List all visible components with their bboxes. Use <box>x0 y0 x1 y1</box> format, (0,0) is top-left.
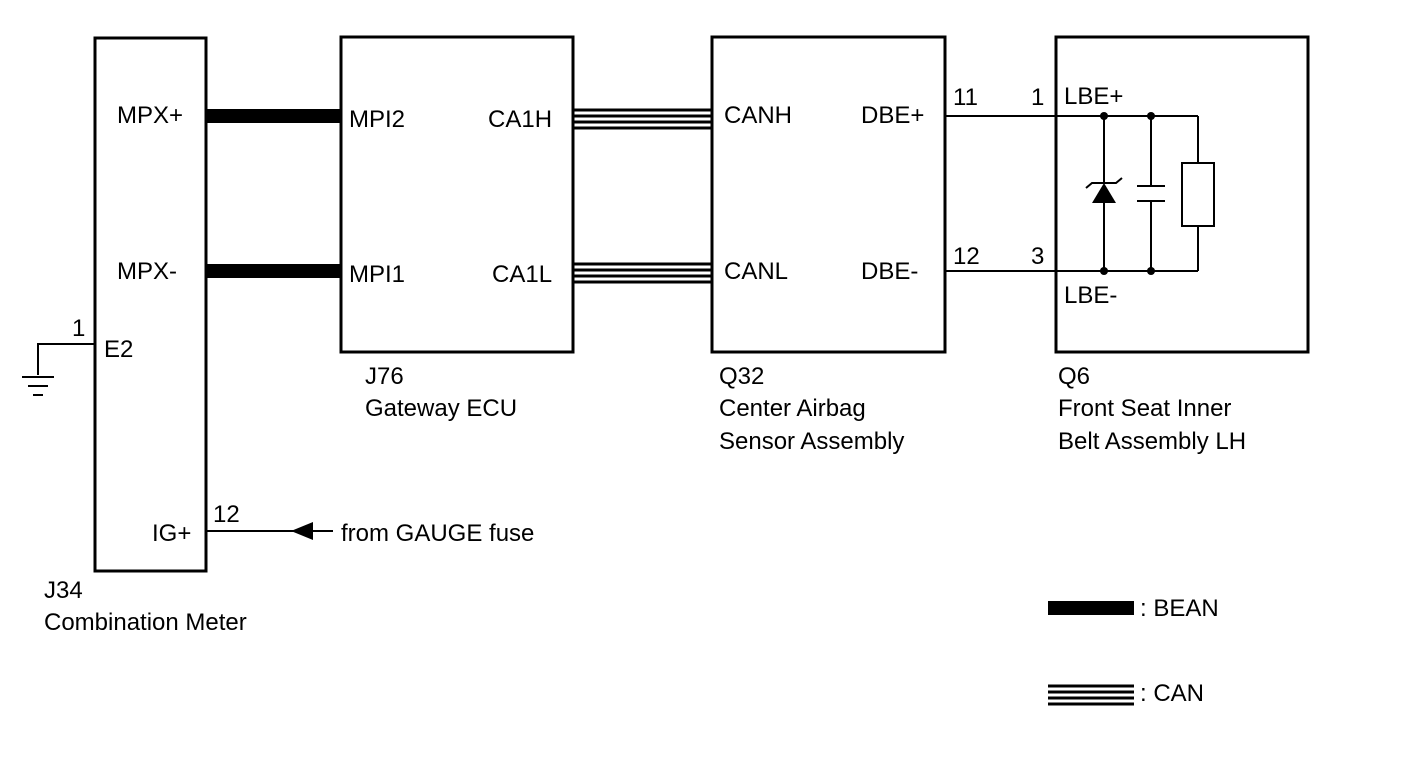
belt-code: Q6 <box>1058 363 1090 390</box>
pin-label-canl: CANL <box>724 258 788 285</box>
pin-label-e2: E2 <box>104 336 133 363</box>
pin-label-dbe-plus: DBE+ <box>861 102 924 129</box>
pin-number-ig-plus: 12 <box>213 501 240 528</box>
ground-icon <box>22 376 54 396</box>
supply-label: from GAUGE fuse <box>341 520 534 547</box>
zener-diode-symbol <box>1092 183 1116 203</box>
ground-wire <box>37 343 95 375</box>
pin-label-ca1h: CA1H <box>488 106 552 133</box>
seat-belt-assembly-box <box>1054 35 1310 354</box>
meter-name: Combination Meter <box>44 609 247 636</box>
pin-number-lbe-minus: 3 <box>1031 243 1044 270</box>
pin-label-lbe-plus: LBE+ <box>1064 83 1123 110</box>
belt-name-line2: Belt Assembly LH <box>1058 428 1246 455</box>
can-line-low <box>573 262 712 284</box>
pin-number-dbe-plus: 11 <box>953 84 978 111</box>
pin-label-lbe-minus: LBE- <box>1064 282 1117 309</box>
pin-number-e2: 1 <box>72 315 85 342</box>
belt-internal-circuit <box>1056 112 1215 275</box>
airbag-name-line1: Center Airbag <box>719 395 866 422</box>
pin-label-mpi2: MPI2 <box>349 106 405 133</box>
airbag-name-line2: Sensor Assembly <box>719 428 904 455</box>
arrow-left-icon <box>291 522 313 540</box>
belt-name-line1: Front Seat Inner <box>1058 395 1231 422</box>
can-line-high <box>573 108 712 130</box>
pin-label-ca1l: CA1L <box>492 261 552 288</box>
pin-number-lbe-plus: 1 <box>1031 84 1044 111</box>
airbag-sensor-box <box>710 35 947 354</box>
airbag-code: Q32 <box>719 363 764 390</box>
legend-can-label: : CAN <box>1140 680 1204 707</box>
meter-code: J34 <box>44 577 83 604</box>
pin-number-dbe-minus: 12 <box>953 243 980 270</box>
legend-bean-label: : BEAN <box>1140 595 1219 622</box>
gateway-ecu-box <box>339 35 575 354</box>
legend-can-line <box>1048 684 1134 706</box>
gateway-code: J76 <box>365 363 404 390</box>
pin-label-dbe-minus: DBE- <box>861 258 918 285</box>
pin-label-canh: CANH <box>724 102 792 129</box>
pin-label-mpx-minus: MPX- <box>117 258 177 285</box>
gateway-name: Gateway ECU <box>365 395 517 422</box>
pin-label-mpi1: MPI1 <box>349 261 405 288</box>
combination-meter-box <box>93 36 208 573</box>
pin-label-ig-plus: IG+ <box>152 520 191 547</box>
resistor-symbol <box>1181 162 1215 227</box>
pin-label-mpx-plus: MPX+ <box>117 102 183 129</box>
